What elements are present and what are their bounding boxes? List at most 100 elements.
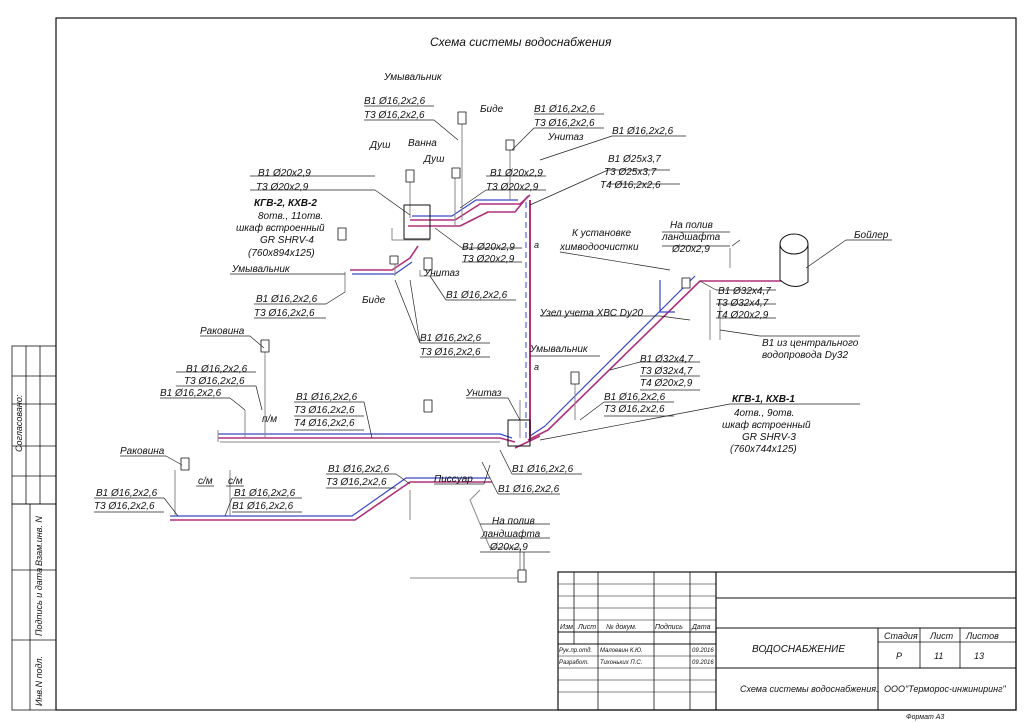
stamp-h-podp: Подпись (655, 623, 683, 631)
spec-mid-2: Т3 Ø20х2,9 (462, 254, 515, 265)
kgv1-line-2: шкаф встроенный (722, 419, 811, 431)
stamp-stadia: Р (896, 651, 902, 661)
label-uzel: Узел учета ХВС Dy20 (539, 308, 644, 319)
side-vzam-inv: Взам.инв. N (34, 516, 44, 566)
side-soglasovano: Согласовано: (14, 394, 24, 452)
stamp-name-1: Малоевин К.Ю. (600, 648, 643, 654)
label-himvod-2: химводоочистки (559, 242, 639, 253)
label-poliv-low-1: На полив (492, 516, 535, 527)
spec-riser-2: Т3 Ø25х3,7 (604, 167, 657, 178)
drawing-title: Схема системы водоснабжения (430, 35, 612, 49)
side-inv-podl: Инв.N подл. (34, 656, 44, 706)
cabinet-kgv2 (403, 204, 431, 240)
spec-umyv-low-1: В1 Ø16,2х2,6 (604, 392, 666, 403)
spec-main-1: В1 Ø32х4,7 (640, 354, 693, 365)
side-stamp (11, 345, 57, 711)
spec-riser-1: В1 Ø25х3,7 (608, 154, 661, 165)
pipe-network (170, 111, 809, 583)
cabinet-kgv1 (507, 419, 531, 447)
spec-pissuar-1: В1 Ø16,2х2,6 (512, 464, 574, 475)
stamp-sheet-title: Схема системы водоснабжения. (740, 684, 879, 694)
stamp-date-1: 09.2016 (692, 648, 714, 654)
fixture-glyphs (180, 111, 691, 583)
label-pm: п/м (262, 414, 277, 425)
stamp-section: ВОДОСНАБЖЕНИЕ (752, 644, 845, 655)
spec-riser-3: Т4 Ø16,2х2,6 (600, 180, 661, 191)
stamp-h-ndok: № докум. (606, 623, 637, 631)
stamp-h-list: Лист (577, 624, 596, 631)
kgv2-line-4: (760х894х125) (248, 248, 315, 259)
spec-bide-mid-1: В1 Ø16,2х2,6 (420, 333, 482, 344)
kgv2-title: КГВ-2, КХВ-2 (254, 198, 317, 209)
stamp-listov: 13 (974, 651, 984, 661)
label-poliv-top-1: На полив (670, 220, 713, 231)
spec-main-2: Т3 Ø32х4,7 (640, 366, 693, 377)
spec-dush-1: В1 Ø20х2,9 (490, 168, 543, 179)
kgv2-line-2: шкаф встроенный (236, 222, 325, 234)
label-dush-1: Душ (369, 140, 391, 151)
spec-rakovina-top-1: В1 Ø16,2х2,6 (186, 364, 248, 375)
label-poliv-low-3: Ø20х2,9 (489, 542, 528, 553)
spec-rakovina-top-3: В1 Ø16,2х2,6 (160, 388, 222, 399)
label-rakovina-low: Раковина (120, 446, 165, 457)
marker-a-2: а (534, 362, 539, 372)
label-poliv-top-3: Ø20х2,9 (671, 244, 710, 255)
spec-boiler-2: Т3 Ø32х4,7 (716, 298, 769, 309)
kgv1-line-1: 4отв., 9отв. (734, 408, 794, 419)
label-unitaz-mid: Унитаз (423, 268, 460, 279)
label-bide-mid: Биде (362, 295, 386, 306)
spec-umyv-low-2: Т3 Ø16,2х2,6 (604, 404, 665, 415)
kgv2-line-1: 8отв., 11отв. (258, 211, 323, 222)
spec-cm-2: В1 Ø16,2х2,6 (232, 501, 294, 512)
label-unitaz-low: Унитаз (465, 388, 502, 399)
label-unitaz-top: Унитаз (547, 132, 584, 143)
spec-rak-low-2: Т3 Ø16,2х2,6 (94, 501, 155, 512)
spec-low-3: В1 Ø16,2х2,6 (498, 484, 560, 495)
spec-umyv-mid-1: В1 Ø16,2х2,6 (256, 294, 318, 305)
spec-vanna-2: Т3 Ø20х2,9 (256, 182, 309, 193)
spec-umyv-mid-2: Т3 Ø16,2х2,6 (254, 308, 315, 319)
spec-pipe-1: В1 Ø16,2х2,6 (296, 392, 358, 403)
label-central-2: водопровода Dy32 (762, 350, 848, 361)
spec-bide-top-2: Т3 Ø16,2х2,6 (534, 118, 595, 129)
stamp-h-list2: Лист (929, 631, 954, 641)
grey-pipes (174, 120, 731, 579)
stamp-role-2: Разработ. (559, 660, 589, 666)
label-central-1: В1 из центрального (762, 338, 859, 349)
spec-umyv-top-2: Т3 Ø16,2х2,6 (364, 110, 425, 121)
hot-water-pipes (170, 194, 782, 521)
label-vanna: Ванна (408, 138, 437, 149)
spec-unitaz-top-1: В1 Ø16,2х2,6 (612, 126, 674, 137)
spec-pipe-3: Т4 Ø16,2х2,6 (294, 418, 355, 429)
label-poliv-low-2: ландшафта (481, 528, 541, 540)
label-cm-2: с/м (228, 476, 243, 487)
stamp-h-stadia: Стадия (884, 631, 918, 641)
spec-rak-low-1: В1 Ø16,2х2,6 (96, 488, 158, 499)
stamp-name-2: Тихоньких П.С. (600, 660, 642, 666)
spec-dush-2: Т3 Ø20х2,9 (486, 182, 539, 193)
label-pissuar: Писсуар (434, 474, 473, 485)
label-cm-1: с/м (198, 476, 213, 487)
marker-a-1: а (534, 240, 539, 250)
leader-lines (94, 105, 892, 570)
label-boiler: Бойлер (854, 230, 889, 241)
kgv1-line-3: GR SHRV-3 (742, 432, 796, 443)
spec-bide-top-1: В1 Ø16,2х2,6 (534, 104, 596, 115)
side-podpis-data: Подпись и дата (34, 568, 44, 636)
label-himvod-1: К установке (572, 228, 631, 239)
label-bide-top: Биде (480, 104, 504, 115)
label-poliv-top-2: ландшафта (661, 231, 721, 243)
stamp-h-data: Дата (691, 624, 711, 631)
stamp-h-izm: Изм. (560, 624, 575, 631)
kgv1-line-4: (760х744х125) (730, 444, 797, 455)
label-dush-2: Душ (423, 154, 445, 165)
kgv2-line-3: GR SHRV-4 (260, 235, 314, 246)
label-umyv-mid: Умывальник (231, 264, 291, 275)
stamp-date-2: 09.2016 (692, 660, 714, 666)
spec-boiler-1: В1 Ø32х4,7 (718, 286, 771, 297)
spec-boiler-3: Т4 Ø20х2,9 (716, 310, 769, 321)
label-umyv-low: Умывальник (529, 344, 589, 355)
kgv1-title: КГВ-1, КХВ-1 (732, 394, 795, 405)
